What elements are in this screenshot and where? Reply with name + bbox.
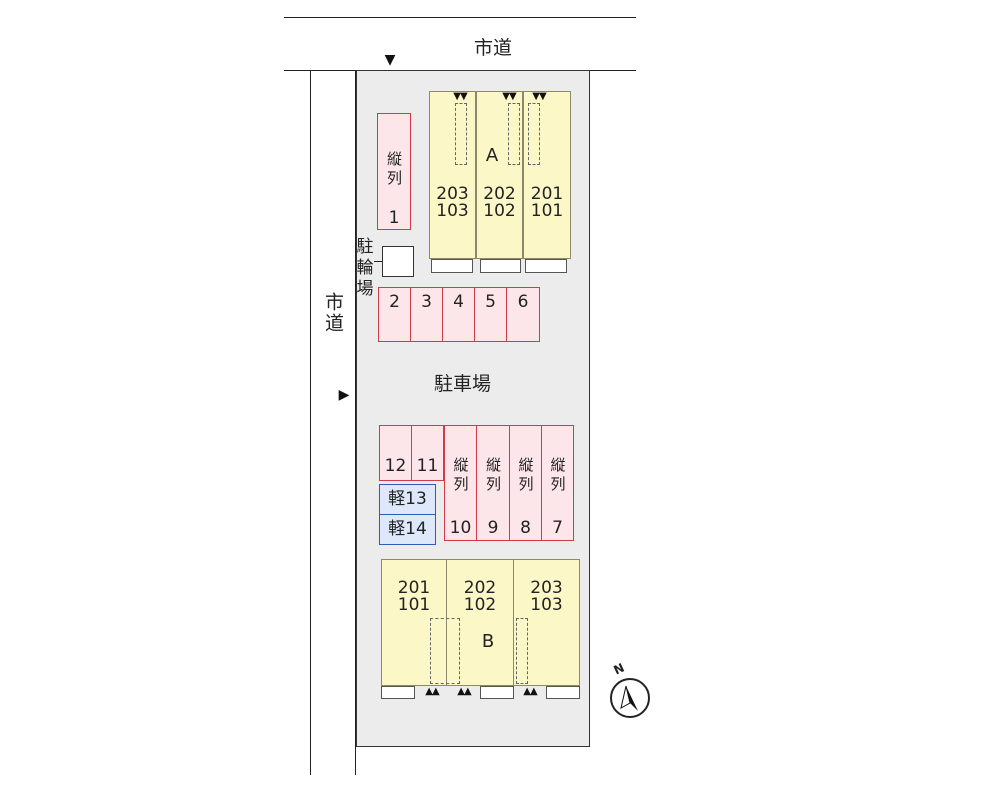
unit-lower-number: 101 (530, 201, 564, 221)
space-number: 10 (449, 518, 472, 538)
building-b-stair-outline (430, 618, 460, 684)
building-b-door-arrows: ▲▲ (523, 686, 537, 697)
space-number: 5 (485, 292, 496, 312)
space-number: 13 (405, 489, 427, 509)
parking-space-8: 縦列 8 (509, 425, 542, 541)
tandem-label: 縦列 (550, 456, 566, 493)
building-b-entrance-step (480, 686, 514, 699)
west-road-outer-edge (310, 70, 311, 775)
parking-space-1: 縦列 1 (377, 113, 411, 230)
unit-lower-number: 101 (397, 595, 431, 615)
building-a-label: A (485, 145, 499, 166)
kei-label: 軽 (388, 519, 406, 539)
space-number: 3 (421, 292, 432, 312)
bike-parking-shelter (382, 246, 414, 277)
building-a-unit-202-102: 202 102 (476, 91, 523, 259)
building-a-unit-201-101: 201 101 (523, 91, 571, 259)
tandem-label: 縦列 (518, 456, 534, 493)
bike-parking-leader-line (374, 261, 382, 262)
entrance-arrow-west: ▶ (338, 387, 350, 403)
unit-lower-number: 103 (436, 201, 469, 221)
unit-upper-number: 201 (397, 578, 431, 598)
building-a-door-arrows: ▼▼ (532, 91, 546, 102)
building-a-entrance-step (525, 259, 567, 273)
tandem-label: 縦列 (453, 456, 469, 493)
building-a-stair-outline (528, 103, 540, 165)
building-b-stair-outline (516, 618, 528, 684)
parking-space-10: 縦列 10 (444, 425, 477, 541)
space-number: 14 (405, 519, 427, 539)
parking-space-11: 11 (411, 425, 444, 481)
unit-upper-number: 201 (530, 184, 564, 204)
building-b-entrance-step (381, 686, 415, 699)
parking-lot-label: 駐車場 (434, 373, 492, 395)
building-b-door-arrows: ▲▲ (457, 686, 471, 697)
parking-space-4: 4 (442, 287, 475, 342)
unit-upper-number: 202 (463, 578, 497, 598)
kei-label: 軽 (388, 489, 406, 509)
space-number: 7 (552, 518, 563, 538)
space-number: 8 (520, 518, 531, 538)
north-road-label: 市道 (474, 37, 513, 59)
unit-lower-number: 102 (463, 595, 497, 615)
parking-space-2: 2 (378, 287, 411, 342)
west-road-inner-edge (355, 70, 356, 775)
building-a-stair-outline (455, 103, 467, 165)
space-number: 1 (388, 208, 400, 228)
unit-upper-number: 202 (483, 184, 516, 204)
kei-parking-space-13: 軽13 (379, 484, 436, 515)
building-a-unit-203-103: 203 103 (429, 91, 476, 259)
north-road-upper-edge (284, 17, 636, 18)
tandem-label: 縦列 (486, 456, 502, 493)
building-a-stair-outline (508, 103, 520, 165)
building-b-label: B (481, 631, 495, 652)
entrance-arrow-north: ▼ (384, 52, 396, 68)
kei-parking-space-14: 軽14 (379, 514, 436, 545)
unit-lower-number: 102 (483, 201, 516, 221)
building-a-entrance-step (480, 259, 521, 273)
space-number: 9 (487, 518, 499, 538)
building-a-entrance-step (431, 259, 473, 273)
west-road-label: 市道 (322, 292, 344, 334)
parking-space-5: 5 (474, 287, 507, 342)
bike-parking-label: 駐輪場 (356, 237, 374, 299)
unit-lower-number: 103 (530, 595, 563, 615)
building-b-unit-203-103: 203 103 (513, 559, 580, 686)
building-b-unit-202-102: 202 102 (446, 559, 514, 686)
building-b-door-arrows: ▲▲ (425, 686, 439, 697)
building-a-door-arrows: ▼▼ (502, 91, 516, 102)
north-arrow-icon (620, 685, 638, 711)
north-compass (610, 678, 650, 718)
tandem-label: 縦列 (387, 150, 403, 187)
space-number: 4 (453, 292, 464, 312)
parking-space-9: 縦列 9 (476, 425, 510, 541)
parking-space-3: 3 (410, 287, 443, 342)
parking-space-7: 縦列 7 (541, 425, 574, 541)
space-number: 2 (389, 292, 400, 312)
unit-upper-number: 203 (530, 578, 563, 598)
compass-north-label: N (611, 660, 627, 678)
unit-upper-number: 203 (436, 184, 469, 204)
building-b-unit-201-101: 201 101 (381, 559, 447, 686)
space-number: 6 (517, 292, 529, 312)
space-number: 11 (416, 456, 439, 476)
parking-space-6: 6 (506, 287, 540, 342)
space-number: 12 (384, 456, 407, 476)
parking-space-12: 12 (379, 425, 412, 481)
building-b-entrance-step (546, 686, 580, 699)
building-a-door-arrows: ▼▼ (453, 91, 467, 102)
